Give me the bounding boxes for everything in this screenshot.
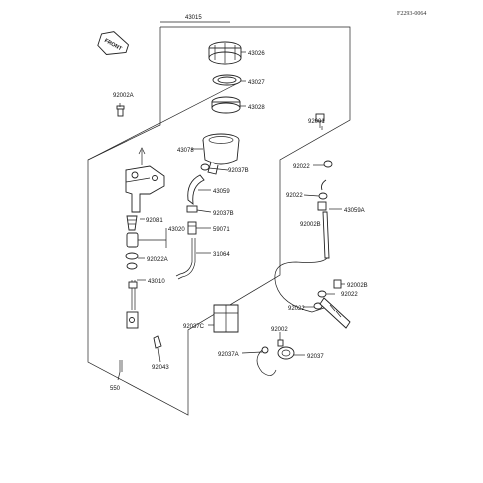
hose-clamp-lower: [186, 205, 198, 213]
hose-clip: [256, 346, 277, 376]
label-43010: 43010: [148, 279, 165, 285]
label-92043: 92043: [152, 365, 169, 371]
clevis-pin: [153, 335, 162, 349]
label-92002b-b: 92002B: [347, 283, 368, 289]
label-43015: 43015: [185, 15, 202, 21]
piston-seal: [125, 252, 139, 260]
label-92002: 92002: [271, 327, 288, 333]
label-43020: 43020: [168, 227, 185, 233]
cap-plate: [212, 74, 242, 86]
label-92037: 92037: [307, 354, 324, 360]
label-92022-b: 92022: [286, 193, 303, 199]
reservoir-cap: [208, 41, 242, 65]
push-rod: [126, 280, 139, 329]
reservoir-tank: [202, 133, 240, 175]
label-92022-a: 92022: [293, 164, 310, 170]
piston-spring: [126, 215, 138, 231]
master-cylinder-body: [125, 165, 165, 213]
label-92037a: 92037A: [218, 352, 239, 358]
label-550: 550: [110, 386, 121, 392]
label-59071: 59071: [213, 227, 230, 233]
label-43026: 43026: [248, 51, 265, 57]
diaphragm: [211, 96, 241, 114]
label-92037c: 92037C: [183, 324, 205, 330]
assembly-frame: [87, 21, 351, 416]
label-92002b-a: 92002B: [300, 222, 321, 228]
label-92022-c: 92022: [341, 292, 358, 298]
small-bolt: [277, 339, 284, 347]
figure-id: F2293-0064: [397, 11, 426, 17]
brake-hose: [274, 113, 351, 329]
piston-assembly: [126, 232, 139, 248]
label-43028: 43028: [248, 105, 265, 111]
reservoir-hose: [187, 174, 205, 206]
label-43078: 43078: [177, 148, 194, 154]
label-92002a: 92002A: [113, 93, 134, 99]
label-31064: 31064: [213, 252, 230, 258]
label-92037b-lower: 92037B: [213, 211, 234, 217]
hose-clamp-ring: [277, 346, 295, 360]
label-92022-d: 92022: [288, 306, 305, 312]
circlip: [126, 262, 138, 270]
label-43027: 43027: [248, 80, 265, 86]
part-labels: 43015 43026 43027 43028 92002A 92001 430…: [110, 15, 368, 392]
label-92001: 92001: [308, 119, 325, 125]
label-92037b-upper: 92037B: [228, 168, 249, 174]
label-92081: 92081: [146, 218, 163, 224]
front-arrow: FRONT: [97, 31, 130, 55]
hose-clamp-upper: [200, 163, 210, 171]
mounting-bolt-a: [116, 105, 125, 117]
label-43059a: 43059A: [344, 208, 365, 214]
hose-bracket: [213, 304, 239, 333]
hose-fitting: [187, 221, 197, 235]
label-92022a: 92022A: [147, 257, 168, 263]
brake-pipe: [175, 238, 193, 277]
label-43059: 43059: [213, 189, 230, 195]
leader-lines: [117, 51, 345, 381]
